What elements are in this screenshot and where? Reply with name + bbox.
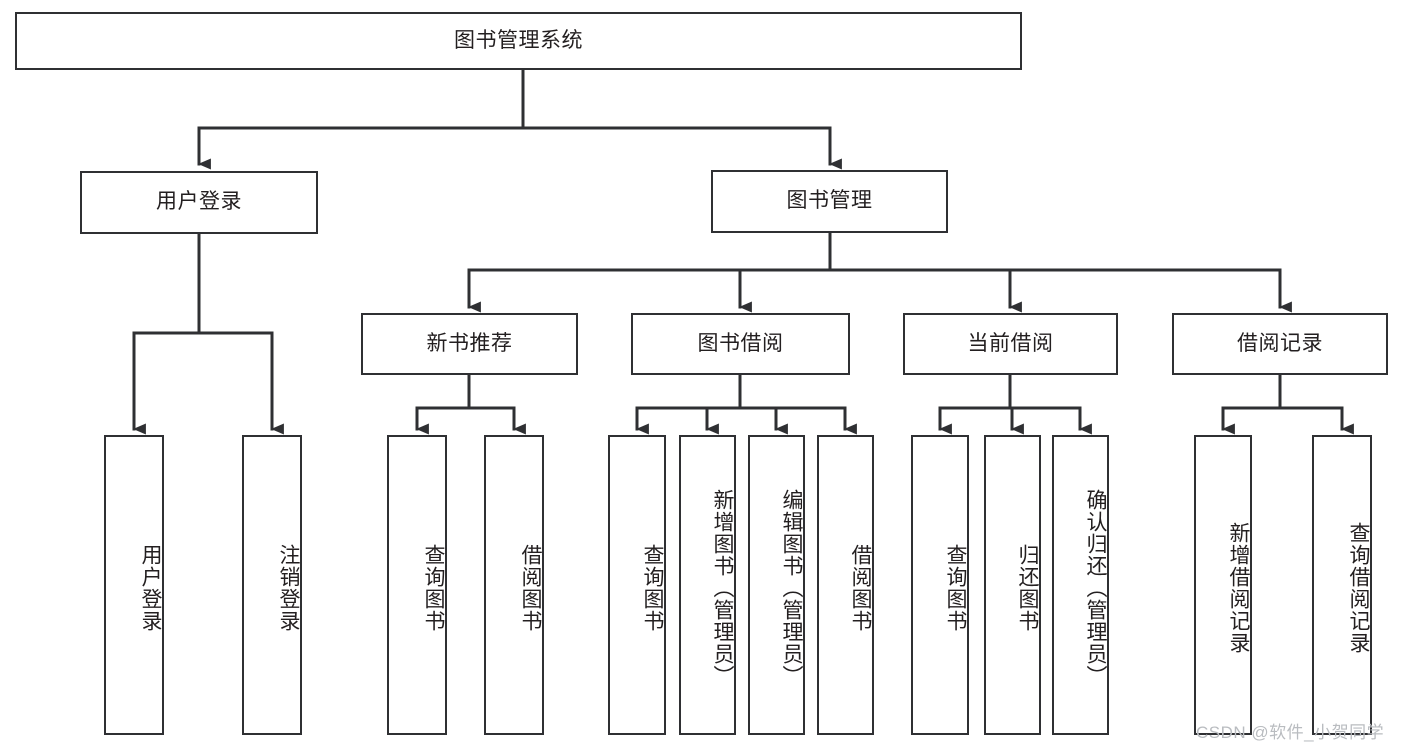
node-book-manage-label: 图书管理 bbox=[786, 189, 873, 213]
node-book-borrow[interactable]: 图书借阅 bbox=[631, 313, 850, 375]
node-leaf-edit-book-label: 编辑图书（管理员） bbox=[780, 489, 803, 687]
node-leaf-query-record[interactable]: 查询借阅记录 bbox=[1312, 435, 1372, 735]
node-new-book-rec-label: 新书推荐 bbox=[426, 331, 513, 355]
node-user-login-label: 用户登录 bbox=[156, 190, 242, 214]
node-leaf-user-login-label: 用户登录 bbox=[139, 544, 162, 632]
node-leaf-edit-book[interactable]: 编辑图书（管理员） bbox=[748, 435, 805, 735]
node-leaf-query-book-3[interactable]: 查询图书 bbox=[911, 435, 969, 735]
node-leaf-return-book[interactable]: 归还图书 bbox=[984, 435, 1041, 735]
node-leaf-borrow-book-2[interactable]: 借阅图书 bbox=[817, 435, 874, 735]
node-current-borrow[interactable]: 当前借阅 bbox=[903, 313, 1118, 375]
node-leaf-add-book-label: 新增图书（管理员） bbox=[711, 489, 734, 687]
node-borrow-record-label: 借阅记录 bbox=[1237, 331, 1323, 355]
node-current-borrow-label: 当前借阅 bbox=[967, 331, 1054, 355]
node-leaf-add-record-label: 新增借阅记录 bbox=[1227, 522, 1250, 654]
node-book-manage[interactable]: 图书管理 bbox=[711, 170, 948, 233]
node-leaf-return-book-label: 归还图书 bbox=[1016, 544, 1039, 632]
node-leaf-query-book-2[interactable]: 查询图书 bbox=[608, 435, 666, 735]
node-root-label: 图书管理系统 bbox=[454, 28, 583, 52]
node-root[interactable]: 图书管理系统 bbox=[15, 12, 1022, 70]
node-book-borrow-label: 图书借阅 bbox=[697, 331, 784, 355]
node-leaf-query-book-1[interactable]: 查询图书 bbox=[387, 435, 447, 735]
node-leaf-query-book-3-label: 查询图书 bbox=[944, 544, 967, 632]
node-leaf-borrow-book-1-label: 借阅图书 bbox=[519, 544, 542, 632]
node-leaf-user-login[interactable]: 用户登录 bbox=[104, 435, 164, 735]
node-leaf-logout-label: 注销登录 bbox=[277, 544, 300, 632]
node-new-book-rec[interactable]: 新书推荐 bbox=[361, 313, 578, 375]
node-leaf-borrow-book-1[interactable]: 借阅图书 bbox=[484, 435, 544, 735]
node-leaf-query-book-1-label: 查询图书 bbox=[422, 544, 445, 632]
node-leaf-confirm-return-label: 确认归还（管理员） bbox=[1084, 489, 1107, 687]
node-leaf-add-book[interactable]: 新增图书（管理员） bbox=[679, 435, 736, 735]
node-leaf-borrow-book-2-label: 借阅图书 bbox=[849, 544, 872, 632]
node-leaf-add-record[interactable]: 新增借阅记录 bbox=[1194, 435, 1252, 735]
csdn-watermark: CSDN @软件_小贺同学 bbox=[1196, 723, 1385, 742]
node-borrow-record[interactable]: 借阅记录 bbox=[1172, 313, 1388, 375]
node-user-login[interactable]: 用户登录 bbox=[80, 171, 318, 234]
node-leaf-logout[interactable]: 注销登录 bbox=[242, 435, 302, 735]
node-leaf-query-book-2-label: 查询图书 bbox=[641, 544, 664, 632]
node-leaf-query-record-label: 查询借阅记录 bbox=[1347, 522, 1370, 654]
node-leaf-confirm-return[interactable]: 确认归还（管理员） bbox=[1052, 435, 1109, 735]
